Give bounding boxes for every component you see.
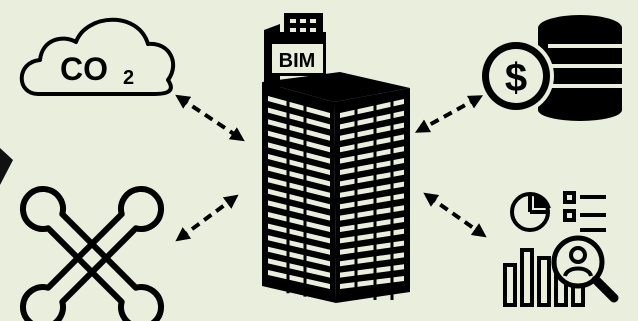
- edge-arrow-icon: [0, 148, 13, 185]
- window-row: [268, 96, 330, 118]
- pie-chart-icon: [510, 192, 551, 232]
- co2-label: CO: [60, 51, 108, 87]
- magnifier-user-icon: [551, 235, 619, 303]
- window-row: [268, 130, 330, 153]
- window-row: [268, 246, 330, 267]
- wrench-tools-icon: [19, 185, 165, 321]
- connector-maintenance: [175, 194, 239, 242]
- bim-badge: BIM: [264, 13, 326, 88]
- connector-co2: [175, 94, 245, 142]
- window-row: [268, 223, 330, 244]
- connectors: [175, 94, 487, 242]
- window-row: [268, 212, 330, 232]
- window-row: [268, 200, 330, 221]
- window-row: [268, 154, 330, 175]
- co2-cloud-icon: CO 2: [19, 17, 176, 96]
- list-lines-icon: [563, 191, 606, 232]
- window-row: [268, 142, 330, 164]
- analytics-report-icon: [503, 191, 619, 307]
- window-row: [268, 188, 330, 210]
- dollar-coins-icon: $: [478, 15, 622, 121]
- window-row: [268, 119, 330, 141]
- window-row: [268, 165, 330, 187]
- connector-cost: [414, 95, 484, 133]
- window-row: [268, 177, 330, 198]
- building-windows: [268, 91, 404, 300]
- window-row: [268, 270, 330, 289]
- window-row: [268, 258, 330, 278]
- co2-subscript: 2: [123, 67, 134, 89]
- connector-analytics: [423, 192, 487, 238]
- window-row: [268, 235, 330, 255]
- building-icon: BIM: [262, 13, 410, 303]
- bim-label: BIM: [279, 50, 316, 72]
- window-row: [268, 107, 330, 130]
- dollar-sign-label: $: [505, 56, 527, 100]
